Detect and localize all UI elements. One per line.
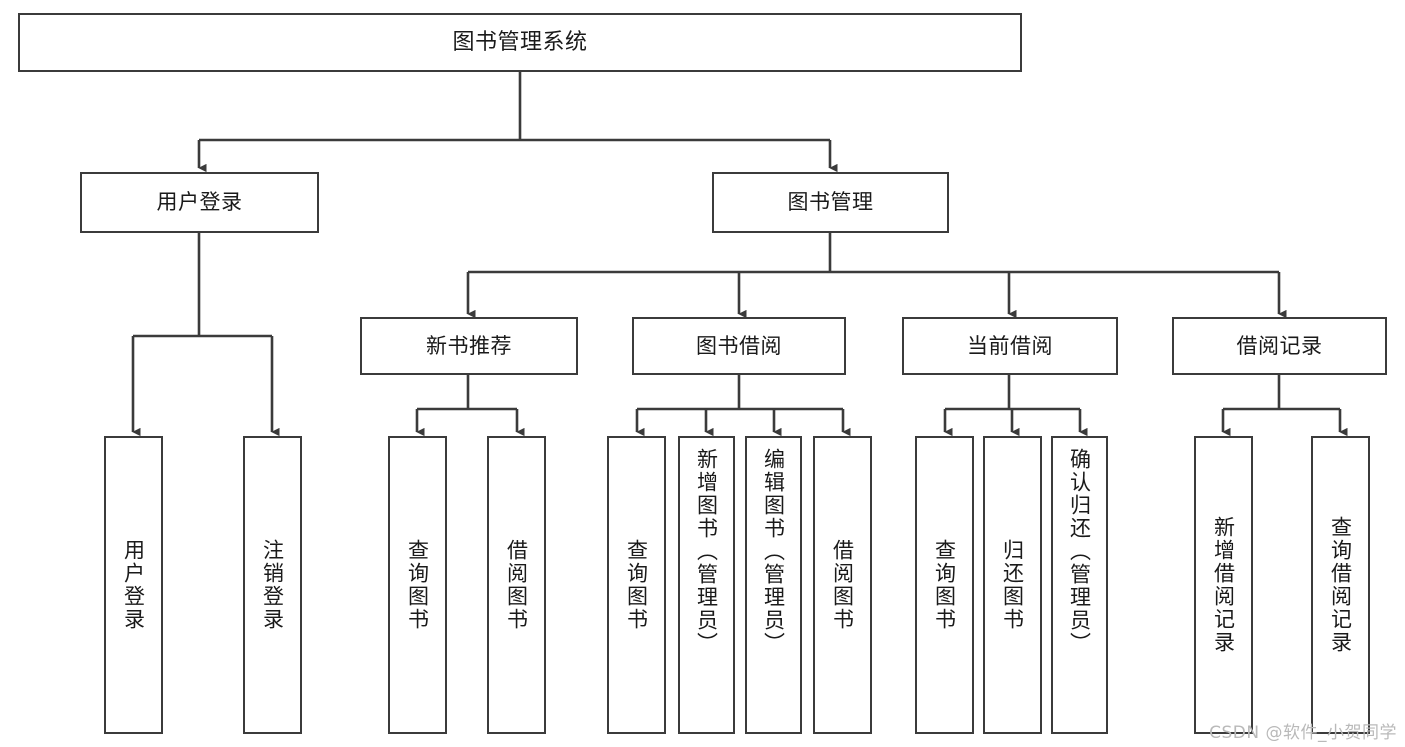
csdn-watermark: CSDN @软件_小贺同学 [1209, 723, 1397, 743]
node-label: 查询图书 [405, 539, 430, 631]
node-label: 图书借阅 [696, 333, 782, 358]
node-label: 当前借阅 [967, 333, 1053, 358]
node-label: 图书管理系统 [452, 29, 588, 55]
node-label: 确认归还（管理员） [1067, 448, 1092, 655]
leaf-current-borrow-confirm-return-admin[interactable]: 确认归还（管理员） [1051, 436, 1108, 734]
node-borrowing-record[interactable]: 借阅记录 [1172, 317, 1387, 375]
leaf-borrow-record-add-record[interactable]: 新增借阅记录 [1194, 436, 1253, 734]
node-label: 查询图书 [624, 539, 649, 631]
node-book-management[interactable]: 图书管理 [712, 172, 949, 233]
node-label: 归还图书 [1000, 539, 1025, 631]
node-label: 借阅记录 [1236, 333, 1323, 358]
node-label: 编辑图书（管理员） [761, 448, 786, 655]
node-label: 注销登录 [260, 539, 285, 631]
node-root-book-management-system[interactable]: 图书管理系统 [18, 13, 1022, 72]
leaf-borrow-record-query-record[interactable]: 查询借阅记录 [1311, 436, 1370, 734]
node-user-login[interactable]: 用户登录 [80, 172, 319, 233]
leaf-user-login-login[interactable]: 用户登录 [104, 436, 163, 734]
node-label: 查询图书 [932, 539, 957, 631]
node-label: 查询借阅记录 [1328, 516, 1353, 654]
node-label: 借阅图书 [830, 539, 855, 631]
leaf-current-borrow-return-books[interactable]: 归还图书 [983, 436, 1042, 734]
leaf-new-book-query-books[interactable]: 查询图书 [388, 436, 447, 734]
node-label: 新增借阅记录 [1211, 516, 1236, 654]
leaf-book-borrow-borrow-books[interactable]: 借阅图书 [813, 436, 872, 734]
node-label: 新书推荐 [426, 333, 512, 358]
leaf-book-borrow-edit-book-admin[interactable]: 编辑图书（管理员） [745, 436, 802, 734]
node-current-borrowing[interactable]: 当前借阅 [902, 317, 1118, 375]
node-label: 用户登录 [121, 539, 146, 631]
leaf-current-borrow-query-books[interactable]: 查询图书 [915, 436, 974, 734]
node-book-borrowing[interactable]: 图书借阅 [632, 317, 846, 375]
leaf-book-borrow-add-book-admin[interactable]: 新增图书（管理员） [678, 436, 735, 734]
node-label: 图书管理 [787, 190, 874, 215]
node-label: 用户登录 [156, 190, 243, 215]
leaf-new-book-borrow-books[interactable]: 借阅图书 [487, 436, 546, 734]
leaf-book-borrow-query-books[interactable]: 查询图书 [607, 436, 666, 734]
node-label: 新增图书（管理员） [694, 448, 719, 655]
node-new-book-recommendation[interactable]: 新书推荐 [360, 317, 578, 375]
node-label: 借阅图书 [504, 539, 529, 631]
leaf-user-login-logout[interactable]: 注销登录 [243, 436, 302, 734]
